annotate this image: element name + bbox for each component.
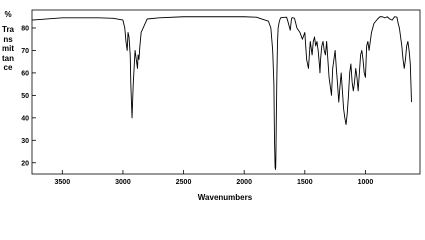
y-tick-label: 80 — [21, 25, 29, 32]
x-tick-label: 3500 — [55, 179, 71, 186]
x-tick-label: 1000 — [358, 179, 374, 186]
y-axis-label: % Transmittance — [2, 10, 14, 72]
y-axis-unit: % — [4, 10, 12, 19]
y-tick-label: 50 — [21, 93, 29, 100]
x-axis-label: Wavenumbers — [198, 193, 253, 202]
plot-frame — [31, 9, 421, 175]
y-tick-label: 30 — [21, 138, 29, 145]
x-tick-label: 2500 — [176, 179, 192, 186]
y-tick-label: 20 — [21, 160, 29, 167]
y-axis: 20 30 40 50 60 70 80 — [21, 25, 36, 167]
x-tick-label: 1500 — [297, 179, 313, 186]
y-tick-label: 40 — [21, 115, 29, 122]
y-axis-title: Transmittance — [2, 25, 15, 73]
x-axis: 3500 3000 2500 2000 1500 1000 — [55, 170, 374, 186]
y-tick-label: 70 — [21, 48, 29, 55]
x-tick-label: 3000 — [115, 179, 131, 186]
y-tick-label: 60 — [21, 70, 29, 77]
transmittance-series-line — [31, 16, 412, 170]
x-tick-label: 2000 — [236, 179, 252, 186]
